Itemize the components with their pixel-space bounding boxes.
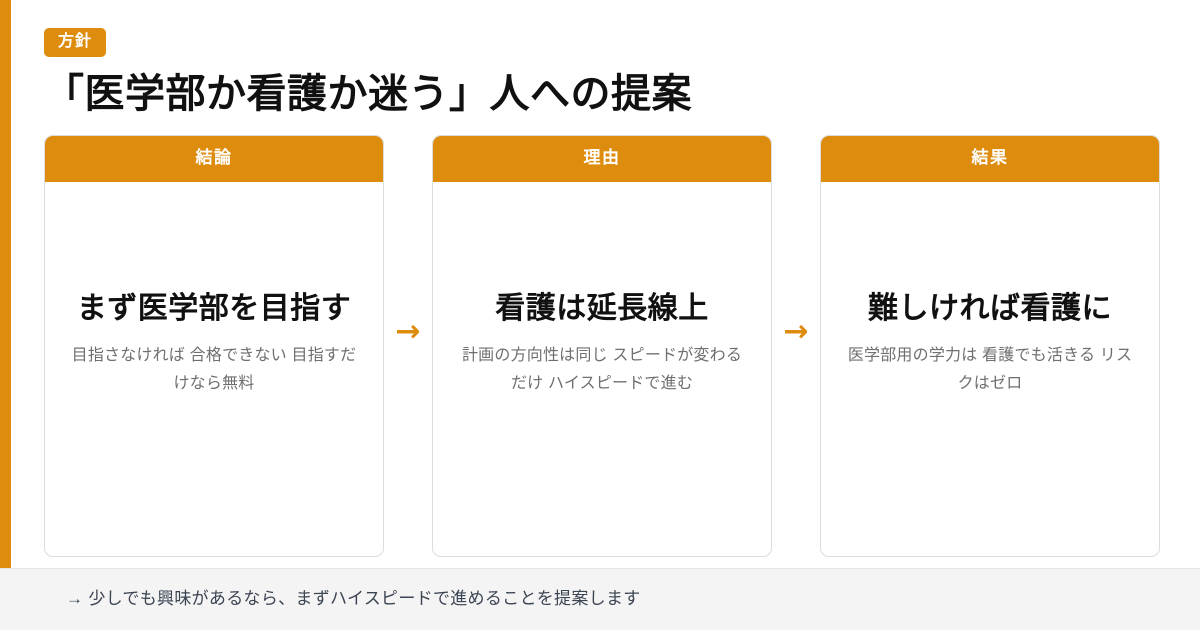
card-heading: 難しければ看護に bbox=[868, 292, 1112, 326]
card-subtext: 医学部用の学力は 看護でも活きる リスクはゼロ bbox=[847, 346, 1133, 392]
arrow-right-icon: → bbox=[395, 314, 421, 350]
card-reason: 理由 看護は延長線上 計画の方向性は同じ スピードが変わるだけ ハイスピードで進… bbox=[432, 135, 772, 558]
card-heading: 看護は延長線上 bbox=[495, 292, 709, 326]
card-body: まず医学部を目指す 目指さなければ 合格できない 目指すだけなら無料 bbox=[45, 182, 383, 557]
arrow-right-icon: → bbox=[783, 314, 809, 350]
card-body: 看護は延長線上 計画の方向性は同じ スピードが変わるだけ ハイスピードで進む bbox=[433, 182, 771, 557]
footer-note: → 少しでも興味があるなら、まずハイスピードで進めることを提案します bbox=[66, 589, 641, 609]
card-body: 難しければ看護に 医学部用の学力は 看護でも活きる リスクはゼロ bbox=[821, 182, 1159, 557]
page-title: 「医学部か看護か迷う」人への提案 bbox=[44, 72, 692, 117]
cards-row: 結論 まず医学部を目指す 目指さなければ 合格できない 目指すだけなら無料 → … bbox=[0, 135, 1200, 558]
card-header-label: 結論 bbox=[45, 136, 383, 182]
card-header-label: 理由 bbox=[433, 136, 771, 182]
card-connector-2: → bbox=[772, 135, 820, 557]
card-conclusion: 結論 まず医学部を目指す 目指さなければ 合格できない 目指すだけなら無料 bbox=[44, 135, 384, 558]
card-heading: まず医学部を目指す bbox=[76, 292, 352, 326]
card-header-label: 結果 bbox=[821, 136, 1159, 182]
slide-footer: → 少しでも興味があるなら、まずハイスピードで進めることを提案します bbox=[0, 568, 1200, 630]
card-connector-1: → bbox=[384, 135, 432, 557]
card-result: 結果 難しければ看護に 医学部用の学力は 看護でも活きる リスクはゼロ bbox=[820, 135, 1160, 558]
card-subtext: 目指さなければ 合格できない 目指すだけなら無料 bbox=[71, 346, 357, 392]
left-accent-bar bbox=[0, 0, 11, 630]
slide-header: 方針 「医学部か看護か迷う」人への提案 bbox=[0, 0, 1200, 117]
kicker-badge: 方針 bbox=[44, 28, 107, 58]
card-subtext: 計画の方向性は同じ スピードが変わるだけ ハイスピードで進む bbox=[461, 346, 743, 392]
